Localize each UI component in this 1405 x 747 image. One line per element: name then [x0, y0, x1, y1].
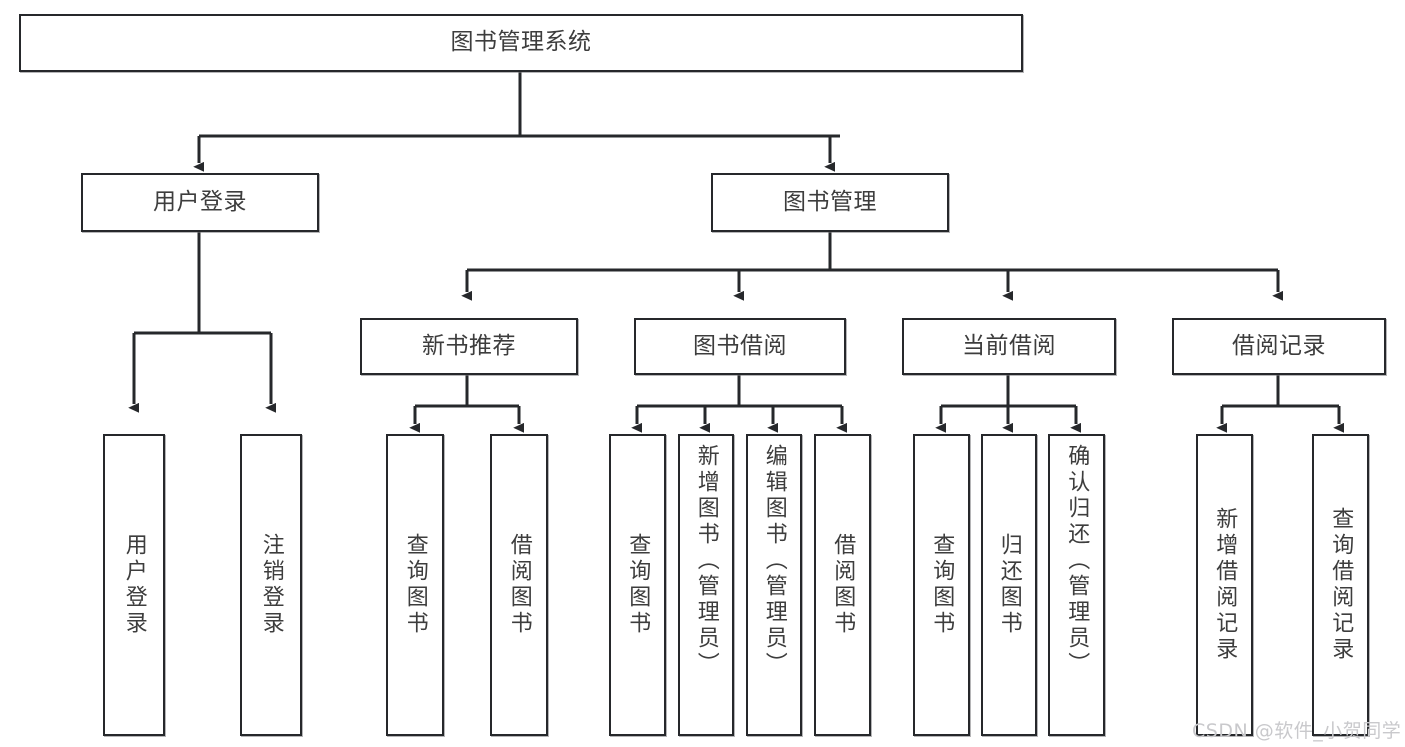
node-borrow-record[interactable]: 借阅记录 [1172, 318, 1386, 375]
leaf-return-book-label: 归还图书 [996, 533, 1022, 637]
leaf-logout-label: 注销登录 [258, 533, 284, 637]
leaf-query-book-3[interactable]: 查询图书 [913, 434, 970, 736]
leaf-edit-book-admin-label: 编辑图书（管理员） [761, 444, 787, 678]
node-root[interactable]: 图书管理系统 [19, 14, 1023, 72]
leaf-query-borrow-record-label: 查询借阅记录 [1328, 507, 1354, 663]
node-new-book-recommend-label: 新书推荐 [422, 332, 516, 359]
node-new-book-recommend[interactable]: 新书推荐 [360, 318, 578, 375]
node-current-borrow[interactable]: 当前借阅 [902, 318, 1116, 375]
leaf-query-book-3-label: 查询图书 [929, 533, 955, 637]
leaf-user-login[interactable]: 用户登录 [103, 434, 165, 736]
node-book-management-label: 图书管理 [783, 188, 877, 215]
node-borrow-record-label: 借阅记录 [1232, 332, 1326, 359]
leaf-query-book-2[interactable]: 查询图书 [609, 434, 666, 736]
leaf-logout[interactable]: 注销登录 [240, 434, 302, 736]
leaf-borrow-book-1-label: 借阅图书 [506, 533, 532, 637]
leaf-query-book-1-label: 查询图书 [402, 533, 428, 637]
leaf-query-book-1[interactable]: 查询图书 [386, 434, 444, 736]
leaf-borrow-book-2[interactable]: 借阅图书 [814, 434, 871, 736]
watermark: CSDN @软件_小贺同学 [1192, 720, 1402, 742]
leaf-borrow-book-2-label: 借阅图书 [830, 533, 856, 637]
leaf-return-book[interactable]: 归还图书 [981, 434, 1037, 736]
node-book-management[interactable]: 图书管理 [711, 173, 949, 232]
leaf-user-login-label: 用户登录 [121, 533, 147, 637]
leaf-query-book-2-label: 查询图书 [625, 533, 651, 637]
node-book-borrow-label: 图书借阅 [693, 332, 787, 359]
leaf-add-borrow-record-label: 新增借阅记录 [1212, 507, 1238, 663]
leaf-confirm-return-admin[interactable]: 确认归还（管理员） [1048, 434, 1105, 736]
leaf-borrow-book-1[interactable]: 借阅图书 [490, 434, 548, 736]
leaf-query-borrow-record[interactable]: 查询借阅记录 [1312, 434, 1369, 736]
node-current-borrow-label: 当前借阅 [962, 332, 1056, 359]
node-user-login-label: 用户登录 [153, 188, 247, 215]
node-book-borrow[interactable]: 图书借阅 [634, 318, 846, 375]
leaf-edit-book-admin[interactable]: 编辑图书（管理员） [746, 434, 802, 736]
node-user-login[interactable]: 用户登录 [81, 173, 319, 232]
node-root-label: 图书管理系统 [450, 29, 592, 56]
leaf-add-book-admin-label: 新增图书（管理员） [693, 444, 719, 678]
leaf-add-borrow-record[interactable]: 新增借阅记录 [1196, 434, 1253, 736]
leaf-confirm-return-admin-label: 确认归还（管理员） [1064, 444, 1090, 678]
leaf-add-book-admin[interactable]: 新增图书（管理员） [678, 434, 734, 736]
